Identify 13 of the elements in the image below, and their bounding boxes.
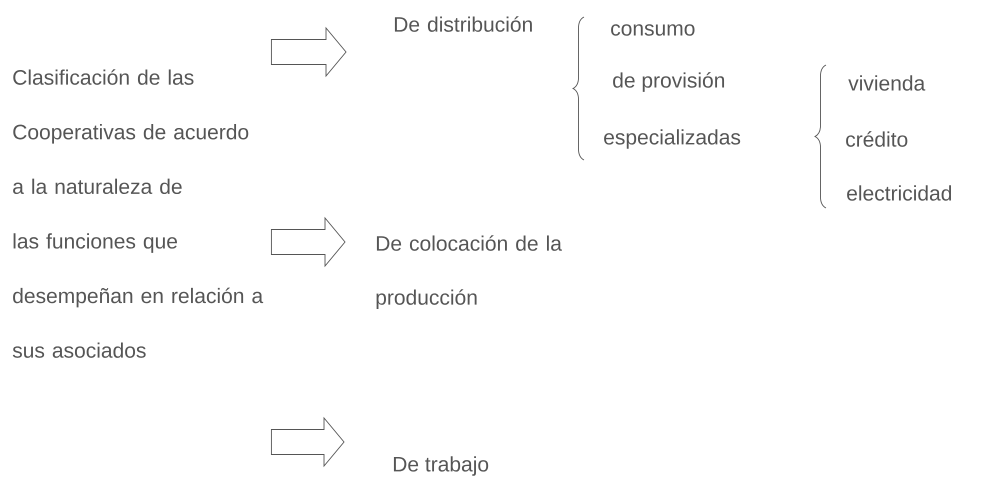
text-label: de provisión bbox=[613, 72, 724, 92]
text-label: especializadas bbox=[604, 129, 740, 149]
block-arrow bbox=[270, 26, 347, 78]
text-label: De colocación de la producción bbox=[376, 235, 562, 310]
text-label: consumo bbox=[611, 24, 695, 36]
text-label: electricidad bbox=[847, 185, 952, 201]
text-label: Clasificación de las Cooperativas de acuerdo a la naturaleza de las funciones que desempeñan en relación a sus asociados bbox=[12, 69, 264, 358]
text-label: De distribución bbox=[394, 16, 532, 32]
block-arrow bbox=[270, 216, 346, 268]
text-label: De trabajo bbox=[394, 456, 488, 476]
text-label: vivienda bbox=[848, 75, 926, 91]
block-arrow bbox=[270, 416, 345, 468]
text-label: crédito bbox=[846, 131, 908, 147]
